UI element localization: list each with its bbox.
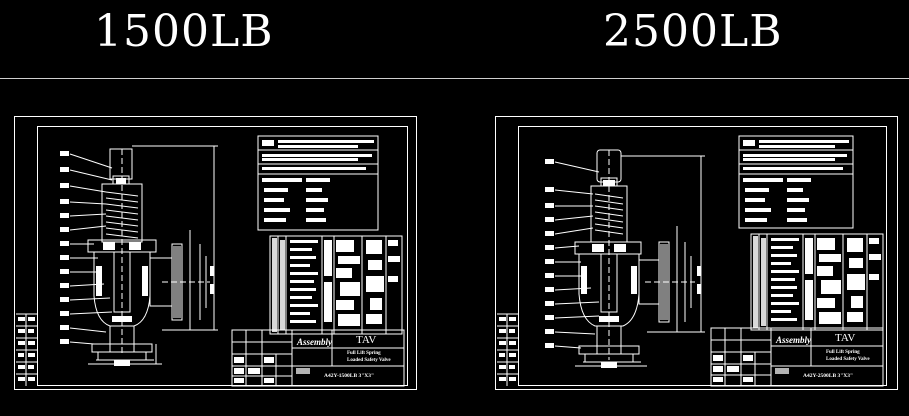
header-divider <box>0 78 909 79</box>
notes-text <box>262 140 374 222</box>
technical-notes-block <box>738 135 854 229</box>
title-block-desc-2: Loaded Safety Valve <box>347 358 391 363</box>
parts-list-table <box>750 233 884 331</box>
title-block-desc-1: Full Lift Spring <box>826 350 860 355</box>
dimension-lines <box>88 145 218 365</box>
title-block-assembly: Assembly <box>297 337 332 347</box>
technical-notes-block <box>257 135 379 231</box>
title-block-brand: TAV <box>835 332 856 344</box>
title-block-fills <box>713 355 789 382</box>
title-block-desc-2: Loaded Safety Valve <box>826 357 870 362</box>
outer-frame <box>14 116 417 390</box>
title-block-brand: TAV <box>356 334 377 346</box>
revision-strip <box>16 313 37 386</box>
balloon-leaders <box>69 153 113 345</box>
balloon-labels <box>60 151 69 344</box>
hatching <box>96 178 214 366</box>
balloon-labels <box>545 159 554 348</box>
title-block-drawing-no: A42Y-1500LB 3"X3" <box>324 373 375 379</box>
title-block-assembly: Assembly <box>776 335 811 345</box>
inlet-flange <box>91 343 153 353</box>
hatching <box>581 180 701 368</box>
valve-cross-section <box>69 145 218 365</box>
valve-cross-section <box>554 149 705 367</box>
inlet-flange <box>578 345 640 355</box>
inner-frame <box>37 126 408 386</box>
title-block-drawing-no: A42Y-2500LB 3"X3" <box>803 373 854 379</box>
inner-frame <box>518 126 887 386</box>
outlet-nozzle <box>149 257 173 307</box>
parts-list-table <box>269 235 403 335</box>
heading-2500lb: 2500LB <box>603 6 783 57</box>
drawing-sheet-1500lb[interactable]: Assembly TAV Full Lift Spring Loaded Saf… <box>14 116 418 392</box>
title-block-desc-1: Full Lift Spring <box>347 351 381 356</box>
title-block <box>231 329 405 387</box>
title-block-fills <box>234 357 310 383</box>
revision-strip-text <box>499 317 516 381</box>
valve-cap <box>109 148 133 180</box>
heading-1500lb: 1500LB <box>94 6 274 57</box>
revision-strip-text <box>18 317 35 381</box>
balloon-leaders <box>554 161 600 349</box>
parts-list-cells <box>753 236 881 328</box>
notes-text <box>743 140 849 222</box>
dimension-lines <box>575 155 705 367</box>
cad-drawing-1500lb <box>14 116 417 390</box>
cad-drawing-2500lb <box>495 116 898 390</box>
title-block <box>710 327 884 387</box>
parts-list-cells <box>272 238 400 332</box>
revision-strip <box>497 313 518 386</box>
outer-frame <box>495 116 898 390</box>
drawing-sheet-2500lb[interactable]: Assembly TAV Full Lift Spring Loaded Saf… <box>495 116 899 392</box>
body-flange <box>574 241 642 255</box>
